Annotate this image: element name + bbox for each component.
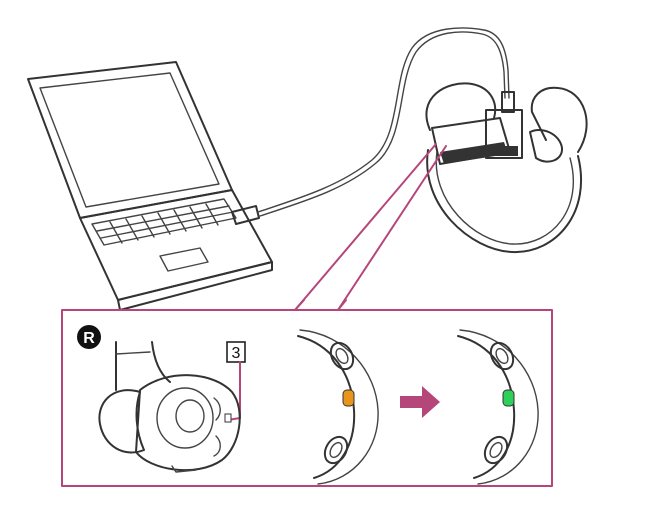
side-marker-badge: R (77, 325, 101, 349)
indicator-closeup-charging (297, 329, 379, 485)
green-indicator-light (502, 389, 515, 407)
side-marker-text: R (83, 330, 95, 347)
callout-number-text: 3 (232, 345, 241, 362)
callout-number-box: 3 (226, 341, 246, 363)
earbud-closeup (98, 341, 241, 473)
headphones-icon (425, 82, 588, 254)
callout-leader-lines (294, 143, 447, 311)
indicator-closeup-charged (457, 329, 539, 485)
laptop-icon (27, 61, 273, 311)
orange-indicator-light (342, 389, 355, 407)
detail-panel-frame (61, 309, 553, 487)
usb-cable (257, 27, 510, 213)
arrow-right-icon (400, 386, 440, 418)
